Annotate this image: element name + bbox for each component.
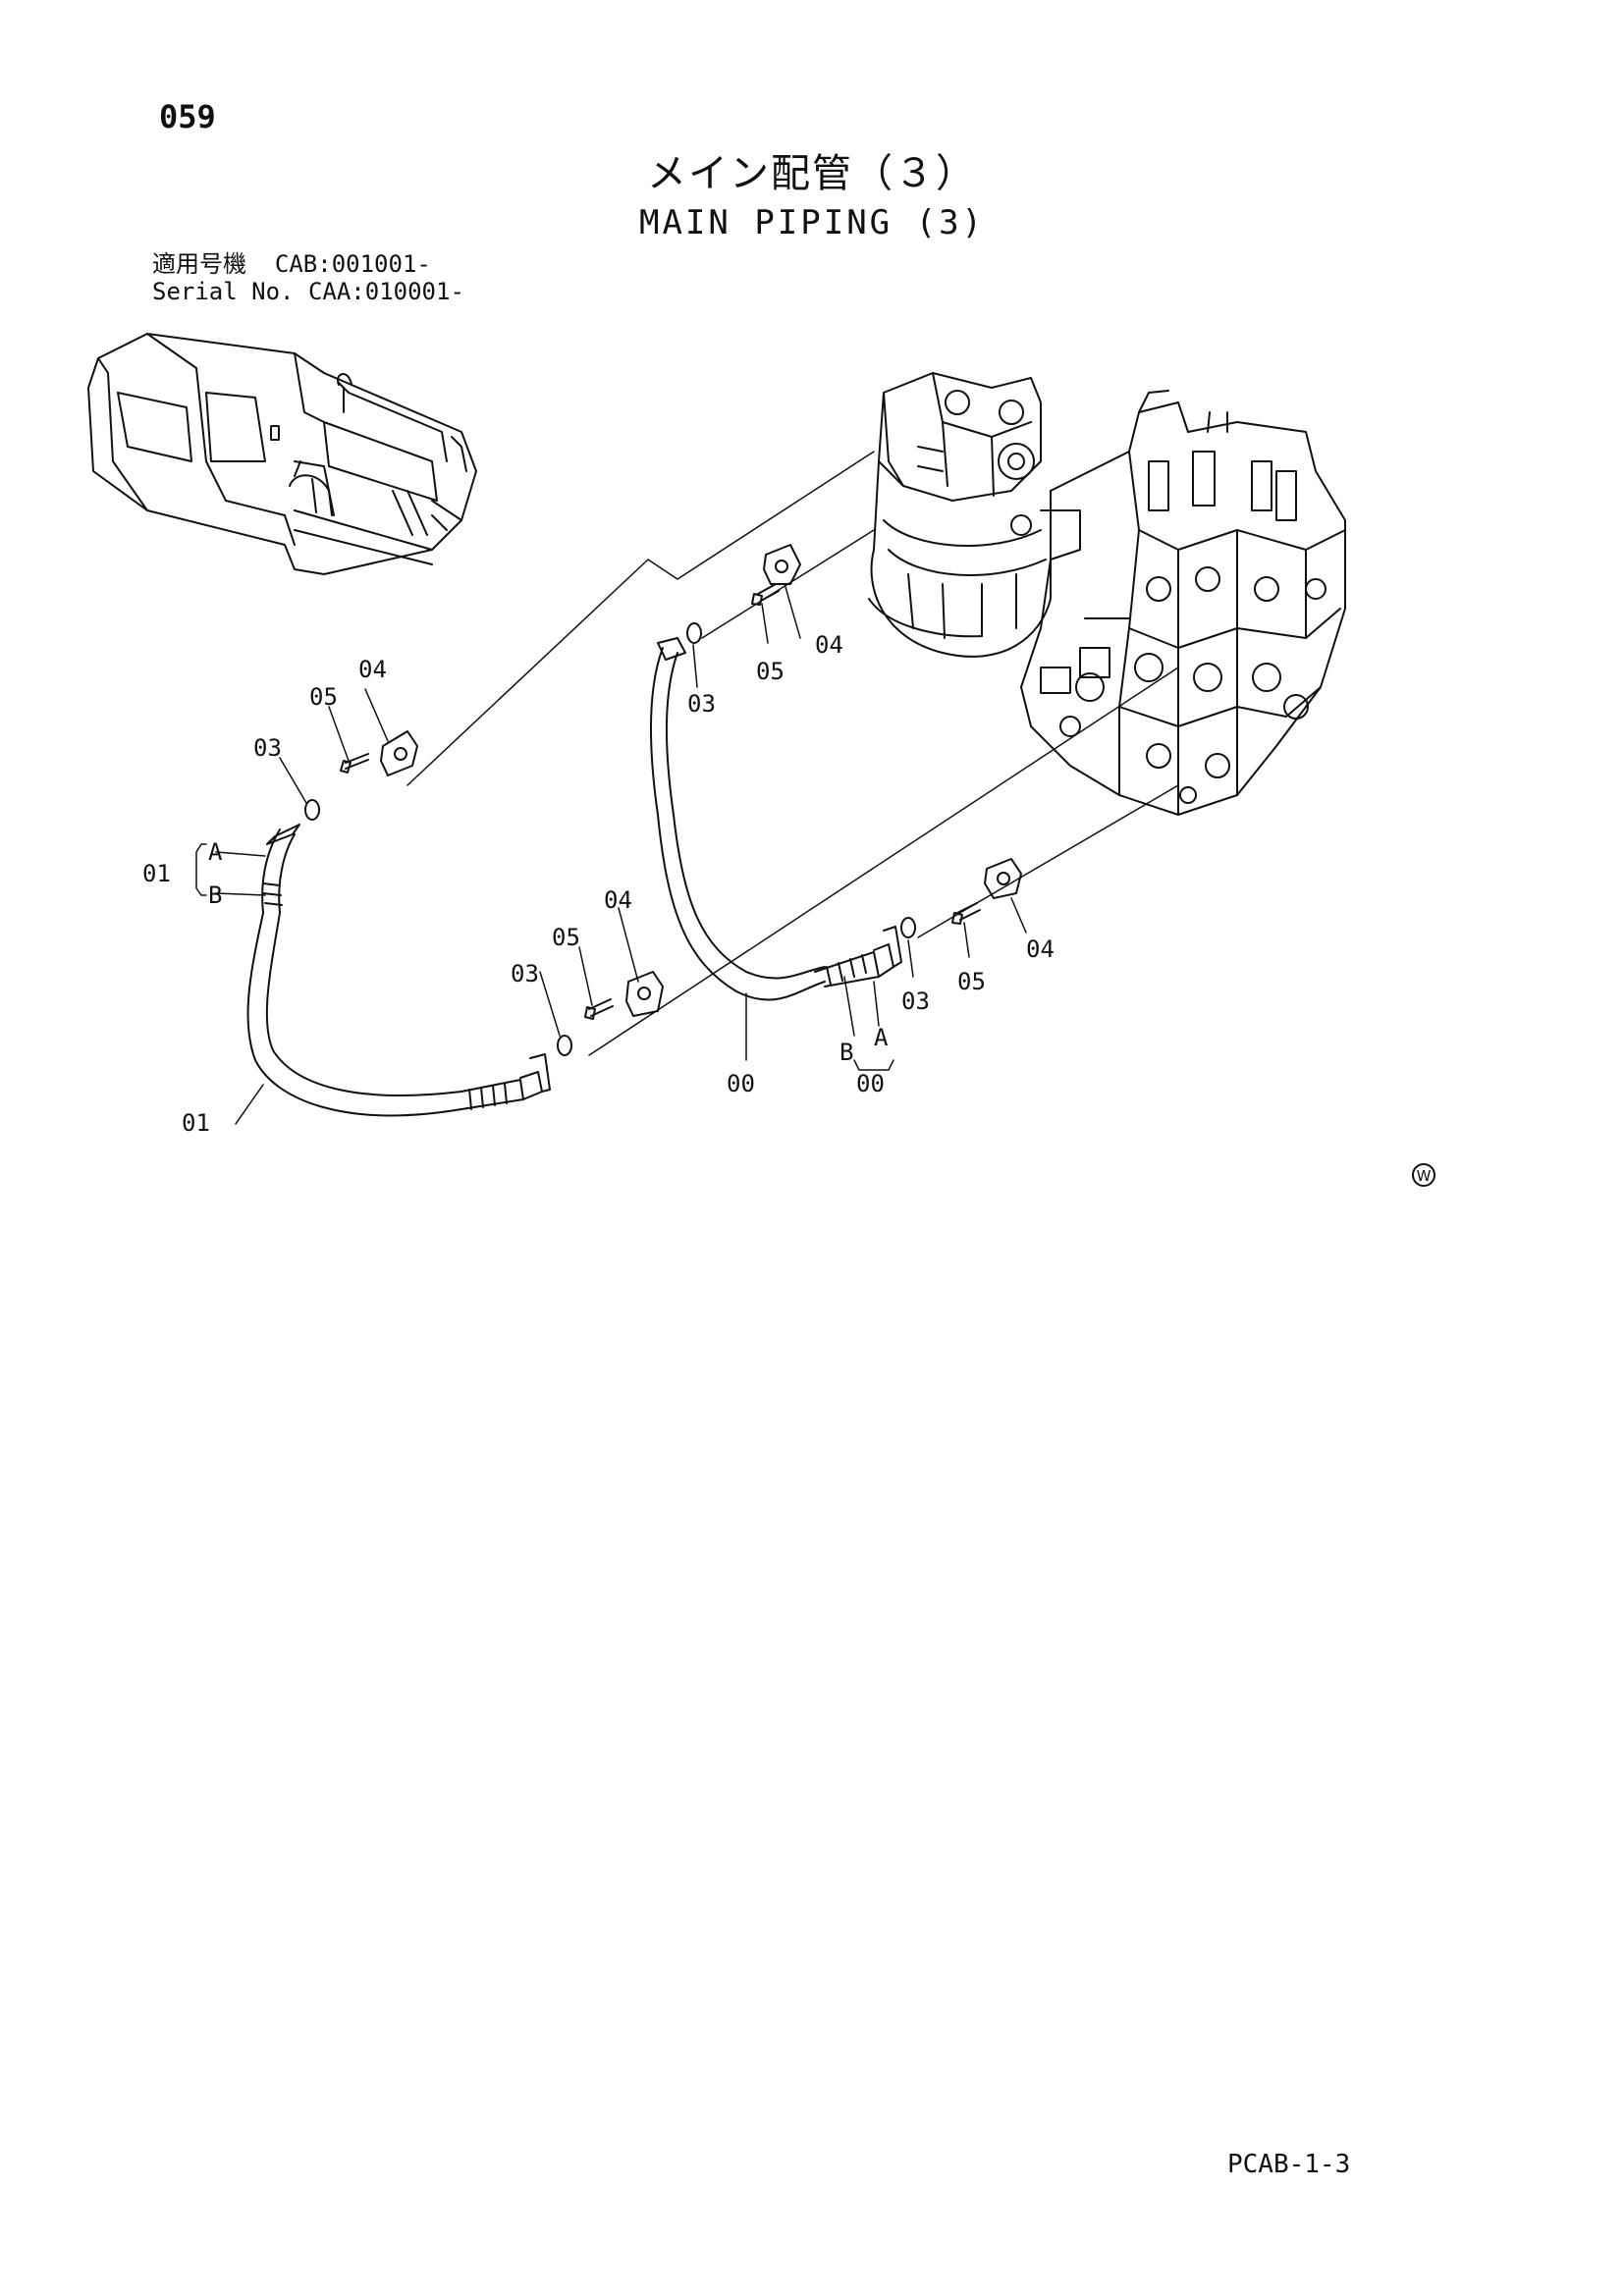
serial-info: 適用号機 CAB:001001- Serial No. CAA:010001- <box>152 250 464 305</box>
flange-04-icons <box>380 544 1022 1017</box>
callout-04: 04 <box>1026 935 1055 963</box>
callout-04: 04 <box>604 886 632 914</box>
serial-label-en: Serial No. <box>152 278 295 305</box>
callout-03: 03 <box>511 960 539 988</box>
callout-05: 05 <box>957 968 986 995</box>
serial-row-serial: Serial No. CAA:010001- <box>152 278 464 305</box>
serial-label-jp: 適用号機 <box>152 250 246 278</box>
o-ring-03-icons <box>304 622 916 1056</box>
hose-00-icon <box>650 637 902 1001</box>
callout-04: 04 <box>815 631 843 659</box>
callout-sub-b: B <box>839 1039 853 1066</box>
hose-01-icon <box>246 824 551 1117</box>
serial-value-cab: CAB:001001- <box>274 250 431 278</box>
leader-lines <box>406 451 1179 1056</box>
serial-row-applicable: 適用号機 CAB:001001- <box>152 250 464 278</box>
callout-leaders <box>195 586 1027 1125</box>
callout-00: 00 <box>856 1070 885 1097</box>
page-number: 059 <box>159 98 216 135</box>
page-code: PCAB-1-3 <box>1227 2150 1351 2179</box>
control-valve-assembly-icon <box>868 372 1346 816</box>
callout-sub-b: B <box>208 881 222 909</box>
title-english: MAIN PIPING (3) <box>638 203 986 242</box>
callout-05: 05 <box>552 924 580 951</box>
callout-01: 01 <box>142 860 171 887</box>
title-block: メイン配管（３） MAIN PIPING (3) <box>0 147 1624 245</box>
w-mark-icon <box>1412 1163 1435 1187</box>
callout-05: 05 <box>309 683 338 711</box>
callout-03: 03 <box>253 734 282 762</box>
callout-01: 01 <box>182 1109 210 1137</box>
w-mark-label: W <box>1417 1167 1432 1185</box>
callout-03: 03 <box>901 988 930 1015</box>
callout-04: 04 <box>358 656 387 683</box>
callout-05: 05 <box>756 658 785 685</box>
bolt-05-icons <box>340 583 981 1020</box>
callout-00: 00 <box>727 1070 755 1097</box>
excavator-overview-icon <box>87 333 477 575</box>
callout-03: 03 <box>687 690 716 718</box>
callout-sub-a: A <box>208 838 223 866</box>
serial-value-caa: CAA:010001- <box>307 278 464 305</box>
title-japanese: メイン配管（３） <box>647 151 977 196</box>
callout-sub-a: A <box>874 1024 889 1051</box>
